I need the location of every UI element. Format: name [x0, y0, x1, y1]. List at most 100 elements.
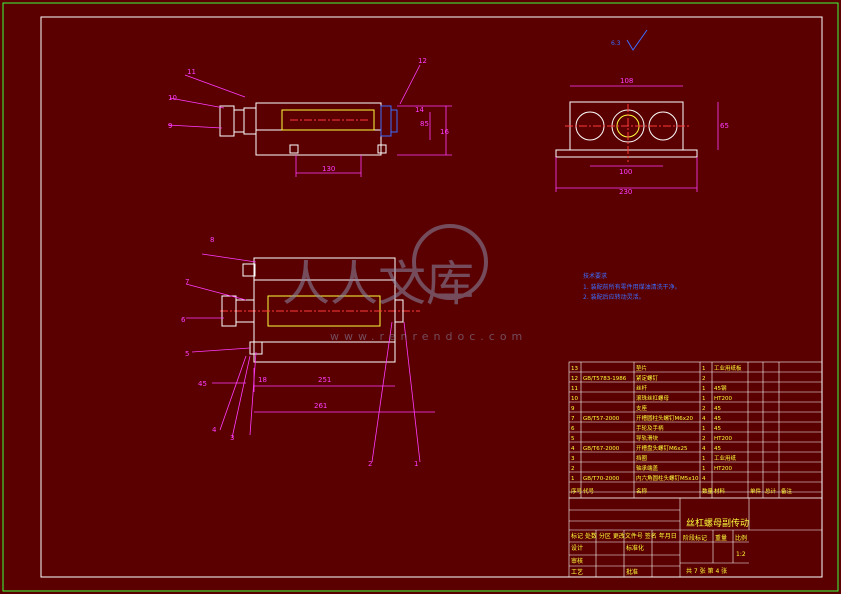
bom-cell: 45 [714, 406, 721, 412]
bom-cell: 2 [702, 406, 706, 412]
bom-header-cell: 代号 [583, 487, 595, 495]
title-block [568, 497, 823, 578]
tech-req-line-1: 1. 装配前所有零件用煤油清洗干净。 [583, 283, 681, 291]
bom-cell: 1 [571, 476, 575, 482]
bom-cell: 2 [702, 436, 706, 442]
bom-cell: 45 [714, 416, 721, 422]
top-view-labels: 11 10 9 12 130 14 85 16 [168, 57, 449, 173]
label-weight: 重量 [715, 534, 727, 542]
sheets: 共 7 张 第 4 张 [686, 567, 727, 575]
bom-cell: 开槽盘头螺钉M6x25 [636, 444, 688, 452]
bom-cell: 12 [571, 376, 578, 382]
dim-85: 85 [420, 120, 429, 128]
bom-cell: GB/T57-2000 [583, 416, 620, 422]
roughness-value: 6.3 [611, 40, 621, 47]
label-scale: 比例 [735, 534, 747, 542]
bom-cell: 手轮及手柄 [636, 424, 664, 432]
bom-cell: 6 [571, 426, 575, 432]
bom-cell: 内六角圆柱头螺钉M5x10 [636, 474, 699, 482]
bom-cell: 开槽圆柱头螺钉M6x20 [636, 414, 693, 422]
bom-cell: 4 [702, 476, 706, 482]
side-view-labels: 108 100 65 230 [619, 77, 729, 196]
side-view [555, 101, 698, 162]
bom-cell: 2 [571, 466, 575, 472]
bom-cell: HT200 [714, 466, 732, 472]
bom-cell: 45 [714, 446, 721, 452]
bom-cell: 9 [571, 406, 575, 412]
bom-cell: GB/T5783-1986 [583, 376, 627, 382]
bom-cell: 45 [714, 426, 721, 432]
drawing-name: 丝杠螺母副传动 [686, 517, 749, 529]
roughness-symbol: 6.3 [611, 29, 648, 51]
bom-header-cell: 备注 [781, 487, 793, 495]
dim-16: 16 [440, 128, 449, 136]
bom-cell: HT200 [714, 396, 732, 402]
bom-cell: 丝杆 [636, 384, 648, 392]
bom-cell: 10 [571, 396, 578, 402]
front-view-labels: 8 7 6 5 4 3 2 1 45 18 251 261 [181, 236, 418, 468]
dim-45: 45 [198, 380, 207, 388]
bom-header-cell: 总计 [765, 487, 777, 495]
dim-261: 261 [314, 402, 327, 410]
dim-251: 251 [318, 376, 331, 384]
dim-14: 14 [415, 106, 424, 114]
dim-65: 65 [720, 122, 729, 130]
top-view [219, 102, 398, 156]
bom-cell: 7 [571, 416, 575, 422]
bom-cell: 45钢 [714, 384, 727, 392]
bom-cell: 13 [571, 366, 578, 372]
bom-cell: 垫片 [636, 364, 647, 372]
bom-cell: 1 [702, 386, 706, 392]
bom-cell: 滚珠丝杠螺母 [636, 394, 670, 402]
balloon-7: 7 [185, 278, 189, 286]
bom-cell: 4 [702, 416, 706, 422]
watermark: 人人文库 www.renrendoc.com [282, 224, 527, 343]
front-view-dimensions [185, 253, 435, 463]
balloon-2: 2 [368, 460, 372, 468]
bom-cell: 紧定螺钉 [636, 374, 659, 382]
bom-cell: 支座 [636, 404, 648, 412]
bom-cell: 11 [571, 386, 578, 392]
bom-cell: 工业用纸板 [714, 364, 742, 372]
balloon-3: 3 [230, 434, 234, 442]
label-standard: 标准化 [626, 544, 644, 552]
bom-cell: GB/T70-2000 [583, 476, 620, 482]
inner-frame [40, 16, 823, 578]
dim-130: 130 [322, 165, 335, 173]
bom-cell: 轴承端盖 [636, 464, 659, 472]
tech-requirements: 技术要求 1. 装配前所有零件用煤油清洗干净。 2. 装配后应转动灵活。 [583, 272, 681, 301]
dim-230: 230 [619, 188, 632, 196]
label-approve: 批准 [626, 568, 638, 576]
label-stage-mark: 阶段标记 [683, 534, 707, 542]
bom-header-cell: 单件 [750, 487, 762, 495]
bom-cell: 3 [571, 456, 575, 462]
tech-req-line-2: 2. 装配后应转动灵活。 [583, 293, 645, 301]
bom-cell: 1 [702, 396, 706, 402]
dim-100: 100 [619, 168, 632, 176]
balloon-6: 6 [181, 316, 186, 324]
label-design: 设计 [571, 544, 583, 552]
bom-cell: 1 [702, 466, 706, 472]
balloon-9: 9 [168, 122, 172, 130]
side-view-dimensions [555, 85, 719, 192]
balloon-12: 12 [418, 57, 427, 65]
label-mark-row: 标记 处数 分区 更改文件号 签名 年月日 [571, 532, 677, 540]
bom-cell: 导轨滑块 [636, 434, 659, 442]
balloon-5: 5 [185, 350, 189, 358]
front-view [220, 257, 420, 363]
title-block-text: 丝杠螺母副传动 标记 处数 分区 更改文件号 签名 年月日 设计 标准化 审核 … [571, 517, 749, 576]
watermark-cn: 人人文库 [282, 256, 474, 312]
label-process: 工艺 [571, 568, 583, 576]
bom-cell: 1 [702, 366, 706, 372]
top-view-dimensions [167, 64, 452, 177]
balloon-4: 4 [212, 426, 217, 434]
bom-cell: 工业用纸 [714, 454, 737, 462]
watermark-url: www.renrendoc.com [330, 330, 527, 343]
bom-header-cell: 名称 [636, 487, 648, 495]
bom-cell: 挡圈 [636, 454, 648, 462]
bom-header-cell: 序号 [571, 487, 583, 495]
bom-header-cell: 数量 [702, 487, 714, 495]
